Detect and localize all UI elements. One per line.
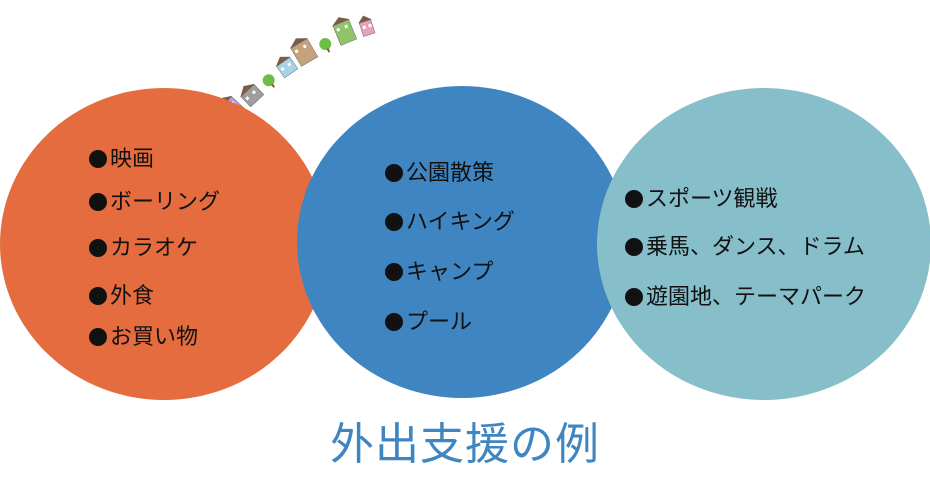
house-icon: [289, 38, 319, 67]
bullet-icon: [385, 164, 403, 182]
item-label: ボーリング: [110, 190, 221, 215]
house-icon: [275, 56, 299, 79]
list-item: プール: [385, 304, 472, 336]
item-label: カラオケ: [110, 236, 199, 261]
tree-icon: [319, 38, 332, 53]
list-item: 公園散策: [385, 155, 494, 187]
outdoor-circle: [297, 86, 627, 398]
bullet-icon: [625, 238, 643, 256]
house-icon: [240, 83, 265, 108]
list-item: カラオケ: [89, 230, 198, 262]
item-label: 映画: [110, 147, 155, 172]
house-icon: [332, 17, 357, 46]
house-icon: [358, 15, 376, 37]
item-label: スポーツ観戦: [646, 187, 778, 212]
leisure-circle: [0, 88, 328, 400]
list-item: 外食: [89, 278, 154, 310]
list-item: 遊園地、テーマパーク: [625, 279, 866, 311]
diagram-title: 外出支援の例: [330, 419, 600, 470]
list-item: スポーツ観戦: [625, 181, 778, 213]
list-item: 映画: [89, 141, 154, 173]
bullet-icon: [625, 190, 643, 208]
bullet-icon: [89, 328, 107, 346]
entertainment-circle: [597, 88, 930, 400]
item-label: お買い物: [110, 325, 199, 350]
bullet-icon: [385, 313, 403, 331]
bullet-icon: [89, 150, 107, 168]
item-label: プール: [406, 310, 473, 335]
item-label: 遊園地、テーマパーク: [646, 285, 867, 310]
bullet-icon: [89, 193, 107, 211]
bullet-icon: [625, 288, 643, 306]
item-label: 外食: [110, 284, 155, 309]
list-item: お買い物: [89, 319, 198, 351]
item-label: キャンプ: [406, 260, 494, 285]
item-label: ハイキング: [406, 210, 515, 235]
list-item: ボーリング: [89, 184, 220, 216]
tree-icon: [262, 74, 276, 88]
item-label: 公園散策: [406, 161, 495, 186]
bullet-icon: [385, 263, 403, 281]
list-item: キャンプ: [385, 254, 493, 286]
item-label: 乗馬、ダンス、ドラム: [646, 235, 865, 260]
list-item: ハイキング: [385, 204, 515, 236]
bullet-icon: [89, 287, 107, 305]
bullet-icon: [89, 239, 107, 257]
bullet-icon: [385, 213, 403, 231]
list-item: 乗馬、ダンス、ドラム: [625, 229, 865, 261]
